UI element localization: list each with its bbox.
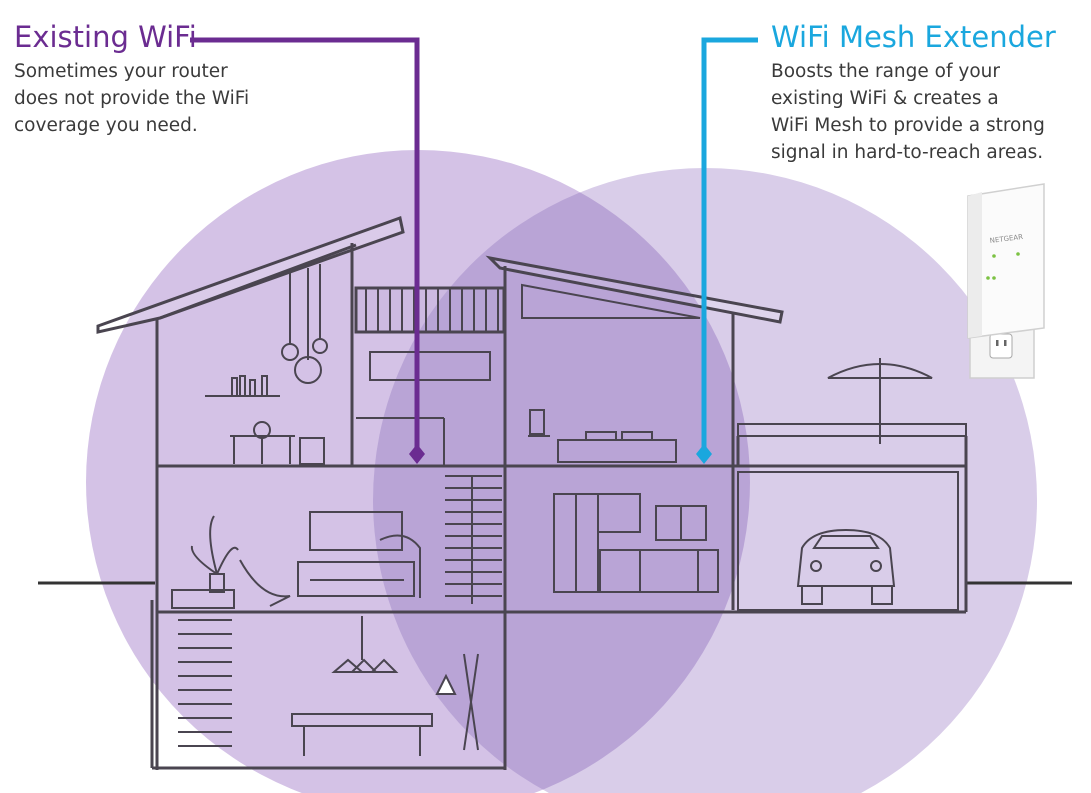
mesh-extender-line-4: signal in hard-to-reach areas. [771,142,1044,163]
existing-wifi-title: Existing WiFi [14,20,197,54]
mesh-extender-callout: WiFi Mesh Extender Boosts the range of y… [771,20,1081,166]
existing-wifi-line-2: does not provide the WiFi [14,88,250,109]
furniture [190,264,933,756]
mesh-extender-device-icon: NETGEAR [967,183,1045,379]
mesh-extender-line-1: Boosts the range of your [771,61,1000,82]
mesh-extender-line-2: existing WiFi & creates a [771,88,999,109]
extender-connector-line [701,37,758,448]
mesh-extender-line-3: WiFi Mesh to provide a strong [771,115,1045,136]
existing-wifi-line-1: Sometimes your router [14,61,228,82]
router-device-icon [435,673,457,695]
mesh-extender-title: WiFi Mesh Extender [771,20,1056,54]
extender-marker [696,444,712,464]
existing-wifi-description: Sometimes your router does not provide t… [14,58,274,139]
overlap-coverage-zone [373,168,750,793]
mesh-extender-description: Boosts the range of your existing WiFi &… [771,58,1081,166]
house-illustration [96,216,968,770]
existing-wifi-marker [409,444,425,464]
existing-wifi-callout: Existing WiFi Sometimes your router does… [14,20,274,139]
existing-wifi-line-3: coverage you need. [14,115,198,136]
existing-wifi-connector-line [190,37,420,448]
